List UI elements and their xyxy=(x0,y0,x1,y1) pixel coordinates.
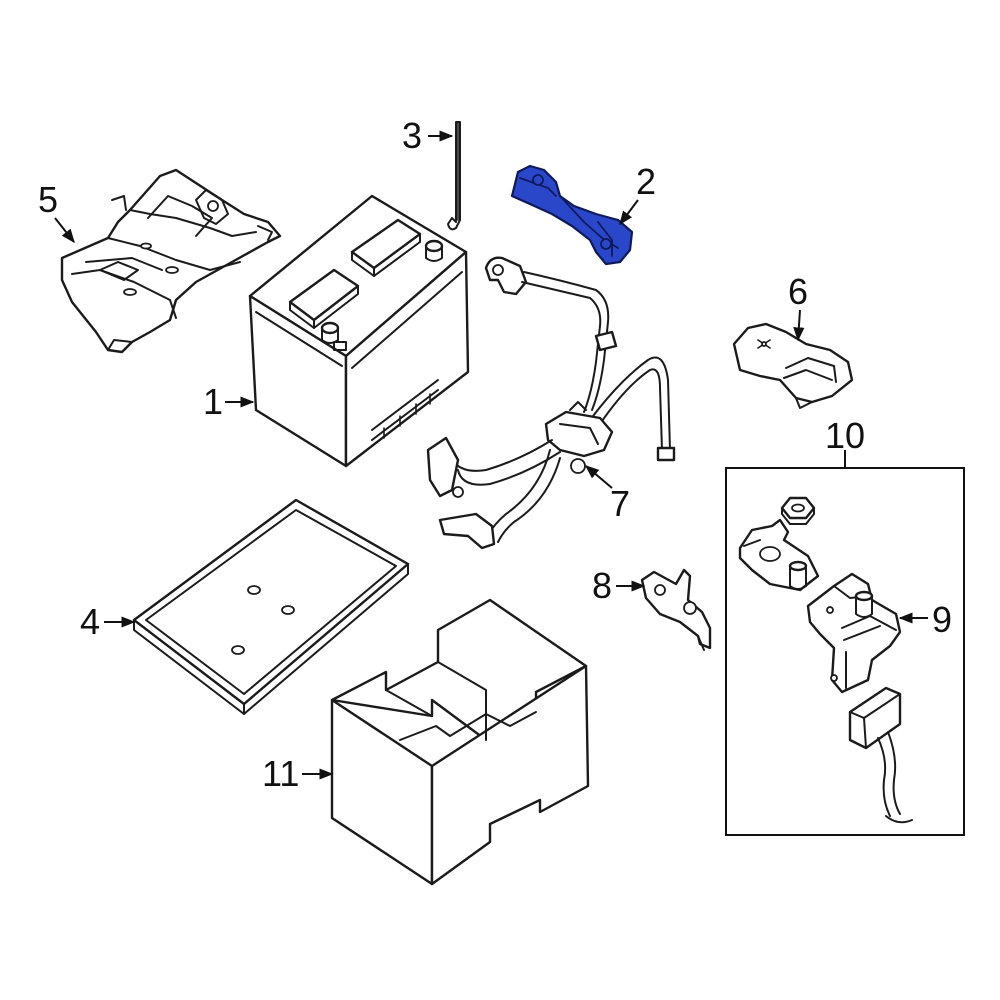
terminal-nut-icon[interactable] xyxy=(780,496,816,525)
callout-2: 2 xyxy=(636,161,656,202)
terminal-with-sensor-icon[interactable] xyxy=(806,572,902,694)
leader-6 xyxy=(793,309,805,342)
battery-icon[interactable] xyxy=(248,194,470,468)
hold-down-rod-icon[interactable] xyxy=(447,121,461,231)
terminal-cover-icon[interactable] xyxy=(732,322,854,409)
mounting-bracket-icon[interactable] xyxy=(640,568,712,651)
callout-1: 1 xyxy=(203,381,223,422)
battery-tray-icon[interactable] xyxy=(330,598,590,886)
callout-9: 9 xyxy=(932,599,952,640)
terminal-clamp-icon[interactable] xyxy=(738,518,820,592)
leader-5 xyxy=(54,217,75,244)
callout-6: 6 xyxy=(788,271,808,312)
battery-hold-down-bracket-icon[interactable] xyxy=(510,164,634,266)
leader-2 xyxy=(619,199,639,226)
battery-cable-icon[interactable] xyxy=(426,256,676,550)
battery-support-bracket-icon[interactable] xyxy=(60,168,282,354)
callout-5: 5 xyxy=(38,179,58,220)
callout-7: 7 xyxy=(610,483,630,524)
callout-3: 3 xyxy=(402,115,422,156)
callout-4: 4 xyxy=(80,601,100,642)
callout-10: 10 xyxy=(825,415,865,456)
leader-7 xyxy=(584,465,613,489)
sensor-connector-icon[interactable] xyxy=(848,686,913,824)
callout-8: 8 xyxy=(592,565,612,606)
callout-11: 11 xyxy=(262,753,299,794)
